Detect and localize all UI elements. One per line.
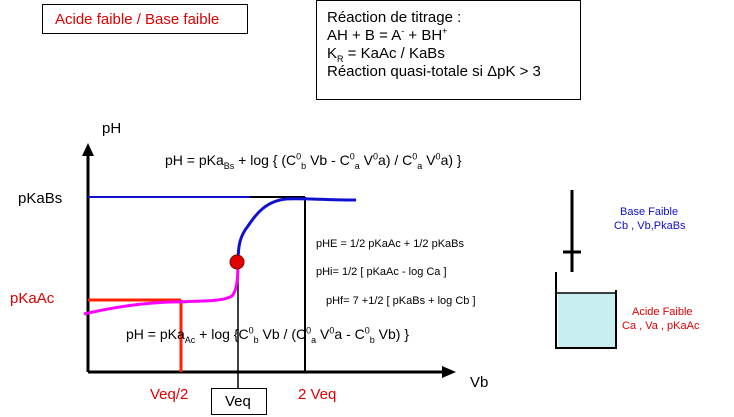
- veq-label: Veq: [225, 393, 251, 410]
- half-veq-label: Veq/2: [150, 386, 189, 403]
- double-veq-label: 2 Veq: [298, 386, 337, 403]
- reaction-box: Réaction de titrage : AH + B = A- + BH+ …: [316, 0, 581, 100]
- equivalence-point: [229, 254, 245, 270]
- acid-params: Ca , Va , pKaAc: [622, 320, 700, 332]
- reaction-equation: AH + B = A- + BH+: [327, 26, 448, 45]
- phi-formula: pHi= 1/2 [ pKaAc - log Ca ]: [316, 266, 447, 278]
- pkaac-label: pKaAc: [10, 290, 55, 307]
- kr-definition: KR = KaAc / KaBs: [327, 45, 445, 64]
- y-axis-arrowhead: [82, 143, 94, 156]
- curve-base-region: [236, 197, 357, 265]
- formula-buffer-acidic: pH = pKaAc + log {C0b Vb / (C0a V0a - C0…: [126, 325, 410, 345]
- pkabs-label: pKaBs: [18, 190, 63, 207]
- phf-formula: pHf= 7 +1/2 [ pKaBs + log Cb ]: [326, 295, 476, 307]
- x-axis-label: Vb: [470, 374, 489, 391]
- veq-label-box: Veq: [211, 388, 267, 415]
- curve-acid-region: [83, 263, 240, 316]
- reaction-note: Réaction quasi-totale si ΔpK > 3: [327, 63, 541, 80]
- title-box: Acide faible / Base faible: [42, 4, 248, 34]
- beaker-solution: [558, 293, 615, 347]
- diagram-title: Acide faible / Base faible: [55, 11, 220, 28]
- base-params: Cb , Vb,PkaBs: [614, 220, 686, 232]
- base-title: Base Faible: [620, 206, 679, 218]
- formula-buffer-basic: pH = pKaBs + log { (C0b Vb - C0a V0a) / …: [165, 151, 462, 171]
- beaker-outline: [555, 272, 617, 349]
- phe-formula: pHE = 1/2 pKaAc + 1/2 pKaBs: [316, 238, 464, 250]
- x-axis-arrowhead: [442, 366, 456, 378]
- acid-title: Acide Faible: [632, 306, 693, 318]
- reaction-heading: Réaction de titrage :: [327, 9, 462, 26]
- y-axis-label: pH: [102, 120, 122, 137]
